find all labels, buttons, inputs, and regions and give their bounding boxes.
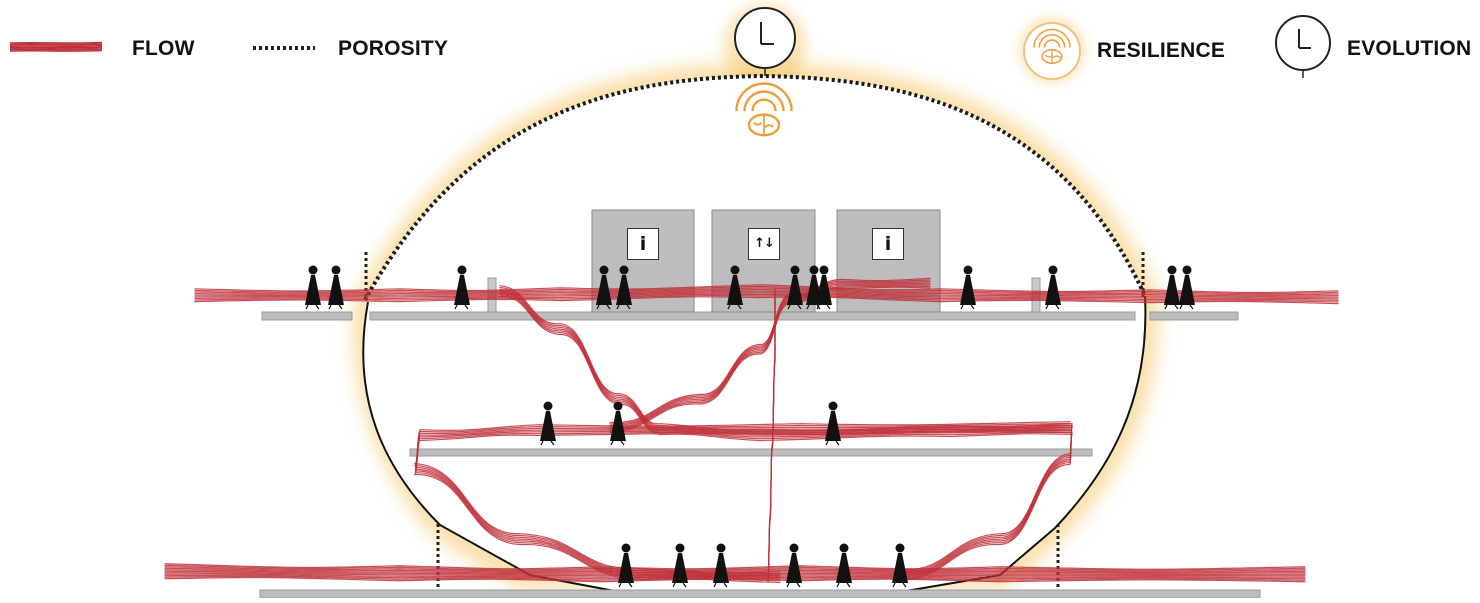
dome-clock-icon [734,7,796,76]
person-icon [616,265,632,310]
flow-line [194,296,1339,305]
person-icon [1164,265,1180,310]
flow-line [164,572,1306,577]
person-icon [596,265,612,310]
person-icon [960,265,976,310]
flow-line [767,293,776,583]
vertical-circulation-icon: ↑↓ [748,228,780,260]
person-icon [786,543,802,588]
flow-lines [164,277,1339,584]
flow-legend-line [9,46,103,49]
middle-slab [409,448,1093,457]
flow-line [164,564,1306,571]
person-icon [713,543,729,588]
information-icon: i [872,228,904,260]
flow-line [194,288,1339,297]
flow-line [164,574,1306,580]
flow-line [499,295,1074,582]
flow-legend-line [9,48,103,51]
person-icon [787,265,803,310]
evolution-clock-icon [1275,15,1331,78]
person-icon [1179,265,1195,310]
people [305,265,1195,588]
flow-line [164,567,1306,573]
person-icon [1045,265,1061,310]
person-icon [836,543,852,588]
person-icon [892,543,908,588]
person-icon [610,401,626,446]
person-icon [454,265,470,310]
flow-line [194,294,1339,303]
flow-legend-swatch [9,41,103,52]
legend-resilience-label: RESILIENCE [1097,39,1226,62]
person-icon [816,265,832,310]
person-icon [540,401,556,446]
legend-porosity-label: POROSITY [338,37,449,60]
flow-legend-line [9,43,103,46]
flow-line [194,292,1339,300]
flow-line [164,566,1306,572]
flow-line [164,570,1306,576]
person-icon [305,265,321,310]
flow-line [164,563,1306,570]
brain-signal-icon [1033,28,1071,64]
flow-legend-line [9,41,103,44]
flow-legend-line [9,49,103,52]
flow-line [413,421,1071,574]
flow-legend-line [9,44,103,48]
person-icon [825,401,841,446]
upper-slab-left [261,311,353,321]
person-icon [328,265,344,310]
flow-line [194,284,1339,294]
flow-line [194,285,1339,295]
brain-signal-icon [735,82,793,137]
flow-line [164,569,1306,575]
flow-line [164,575,1306,581]
legend-evolution-label: EVOLUTION [1347,37,1472,60]
enclosure-shell [362,73,1147,593]
upper-slab-right [1149,311,1239,321]
person-icon [618,543,634,588]
flow-line [194,287,1339,296]
flow-line [164,573,1306,578]
legend-flow-label: FLOW [132,37,195,60]
information-icon: i [627,228,659,260]
flow-line [609,286,931,433]
flow-line [194,293,1339,301]
flow-line [164,576,1306,583]
upper-slab-main [369,311,1136,321]
person-icon [727,265,743,310]
person-icon [672,543,688,588]
ground-slab [259,589,1261,599]
flow-line [194,290,1339,298]
